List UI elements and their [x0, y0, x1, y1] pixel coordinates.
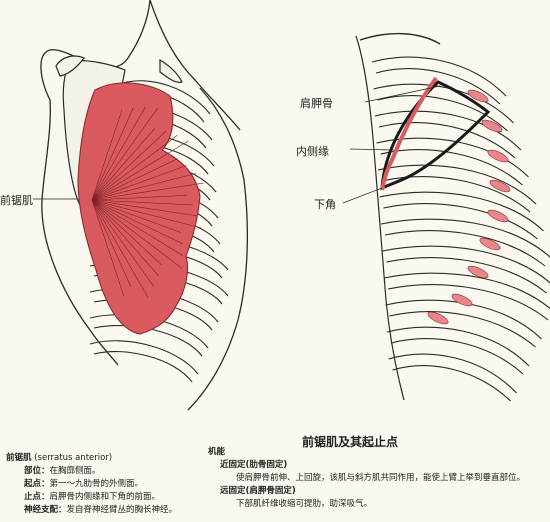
muscle-fiber: [91, 199, 125, 296]
notes-left-value: 发自脊神经臂丛的胸长神经。: [66, 505, 178, 515]
rib-origin-patch: [489, 179, 511, 193]
muscle-fiber: [91, 107, 158, 201]
rib-origin-patch: [479, 237, 501, 251]
rib-origin-patch: [481, 119, 503, 133]
muscle-fiber: [91, 199, 184, 257]
notes-near-fixed: 近固定(肋骨固定): [220, 460, 288, 470]
leader-lines: [33, 85, 441, 204]
right-rib: [379, 191, 544, 232]
right-scapula-outline: [380, 80, 491, 191]
muscle-fiber: [91, 199, 198, 217]
right-rib-inner: [381, 176, 531, 213]
muscle-fiber: [91, 199, 155, 288]
muscle-fiber: [91, 165, 188, 201]
notes-left-title-latin: (serratus anterior): [34, 453, 113, 463]
rib-origin-patch: [451, 293, 473, 307]
notes-far-text: 下部肌纤维收缩可提肋，助深吸气。: [236, 499, 373, 509]
label-scapula: 肩胛骨: [300, 97, 333, 110]
right-rib-inner: [383, 203, 538, 240]
right-rib: [377, 164, 537, 205]
right-rib: [374, 110, 522, 151]
left-body-outline: [40, 0, 248, 411]
serratus-anterior-illustration: [33, 0, 550, 411]
notes-left-key: 部位：: [24, 466, 50, 476]
figure-caption: 前锯肌及其起止点: [302, 435, 399, 449]
rib-origin-patch: [467, 89, 489, 103]
muscle-fiber: [91, 107, 146, 201]
right-rib-inner: [387, 284, 549, 321]
left-rib-inner: [93, 351, 193, 383]
rib-origin-patch: [427, 311, 449, 325]
right-rib-inner: [377, 95, 508, 132]
label-serratus-anterior: 前锯肌: [0, 194, 33, 207]
right-rib-inner: [386, 257, 547, 294]
muscle-fiber: [91, 199, 184, 245]
muscle-fiber: [91, 199, 183, 269]
rib-origin-patch: [487, 149, 509, 163]
muscle-fiber: [91, 199, 132, 287]
right-rib: [383, 272, 550, 310]
muscle-fiber: [91, 199, 193, 206]
right-rib: [388, 353, 517, 394]
right-rib: [385, 299, 542, 340]
muscle-fiber: [91, 199, 182, 233]
right-medial-border-attachment: [380, 76, 438, 191]
right-rib: [371, 56, 507, 97]
right-rib-cage-group: [355, 32, 550, 402]
muscle-fiber: [91, 199, 202, 229]
right-rib: [386, 326, 530, 367]
muscle-fiber: [91, 195, 187, 201]
notes-right-title: 机能: [208, 447, 226, 457]
notes-left: 前锯肌 (serratus anterior) 部位：在胸廓侧面。 起点：第一～…: [6, 452, 177, 517]
muscle-fiber: [91, 134, 178, 201]
muscle-fiber: [91, 173, 196, 201]
muscle-fiber: [91, 109, 123, 201]
label-inferior-angle: 下角: [314, 198, 336, 211]
right-rib-inner: [375, 68, 501, 105]
right-rib-inner: [384, 230, 546, 267]
left-rib-inner: [93, 325, 203, 357]
muscle-fiber: [91, 199, 162, 266]
rib-origin-patch: [487, 209, 509, 223]
right-rib: [382, 245, 550, 284]
notes-left-value: 在胸廓侧面。: [49, 466, 101, 476]
muscle-fiber: [91, 130, 167, 201]
muscle-fiber: [91, 107, 134, 201]
notes-left-key: 起点：: [24, 479, 50, 489]
muscle-fiber: [91, 128, 155, 201]
notes-left-title: 前锯肌: [6, 453, 32, 463]
muscle-fiber: [91, 182, 204, 201]
muscle-fiber: [91, 199, 149, 299]
muscle-fiber: [91, 158, 178, 201]
left-rib: [89, 340, 199, 375]
left-rib: [119, 80, 211, 115]
notes-near-text: 使肩胛骨前伸、上回旋，该肌与斜方肌共同作用，能使上臂上举到垂直部位。: [236, 473, 526, 483]
muscle-fiber: [91, 140, 189, 201]
notes-right: 机能 近固定(肋骨固定) 使肩胛骨前伸、上回旋，该肌与斜方肌共同作用，能使上臂上…: [208, 446, 525, 511]
label-medial-border: 内侧缘: [296, 145, 329, 158]
right-rib-inner: [392, 365, 511, 402]
right-rib-inner: [390, 338, 524, 375]
muscle-fiber: [91, 199, 159, 277]
notes-left-value: 第一～九肋骨的外侧面。: [49, 479, 144, 489]
notes-left-key: 神经支配：: [24, 505, 67, 515]
notes-left-value: 肩胛骨内侧缘和下角的前面。: [49, 492, 161, 502]
rib-origin-patch: [467, 265, 489, 279]
left-serratus-muscle: [77, 82, 204, 335]
notes-left-key: 止点：: [24, 492, 50, 502]
right-rib: [380, 218, 550, 258]
notes-far-fixed: 远固定(肩胛骨固定): [220, 486, 296, 496]
right-rib: [373, 83, 514, 124]
right-rib-inner: [378, 122, 516, 159]
right-rib-inner: [389, 311, 536, 348]
